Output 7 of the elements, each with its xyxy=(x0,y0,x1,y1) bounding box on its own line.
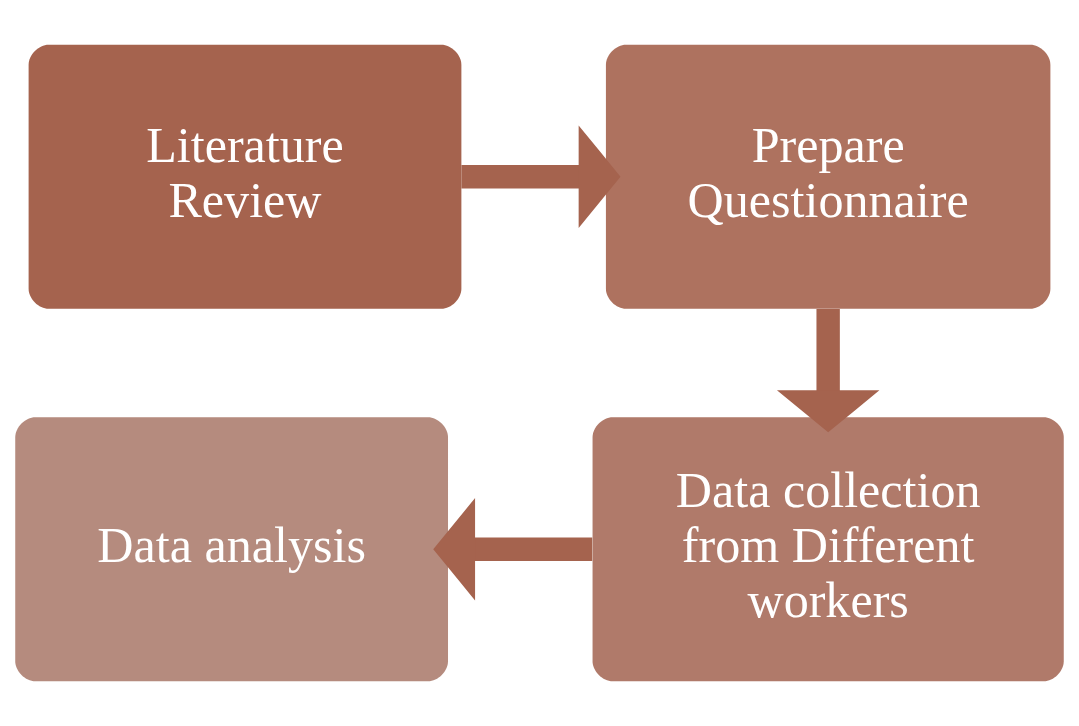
arrow xyxy=(461,125,621,228)
node-box: Data collection from Different workers xyxy=(592,417,1064,682)
node-box: Data analysis xyxy=(15,417,448,682)
arrow xyxy=(433,498,593,601)
node-box: Literature Review xyxy=(28,44,462,309)
arrow xyxy=(776,309,880,433)
node-box: Prepare Questionnaire xyxy=(605,44,1051,309)
